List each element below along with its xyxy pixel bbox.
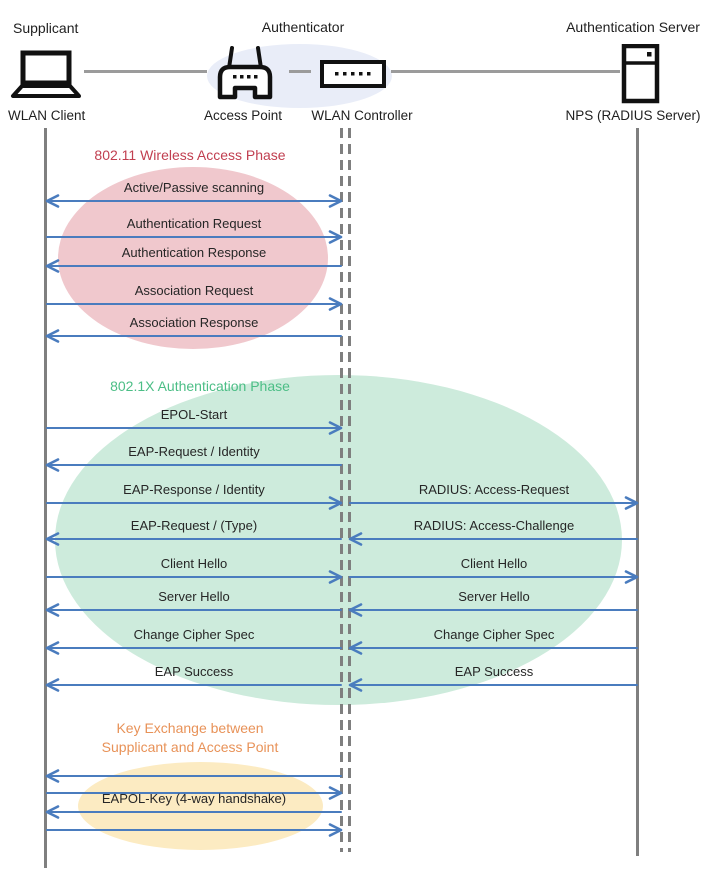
message-arrow xyxy=(348,641,638,655)
laptop-icon xyxy=(11,50,81,98)
authentication-phase-title: 802.1X Authentication Phase xyxy=(110,378,290,394)
connector-controller-server xyxy=(391,70,620,73)
lifeline-access-point xyxy=(340,128,343,852)
message-label: EAP-Request / (Type) xyxy=(130,518,258,533)
node-label-wlan-client: WLAN Client xyxy=(8,108,86,123)
role-label-supplicant: Supplicant xyxy=(13,20,79,36)
message-arrow xyxy=(349,496,639,510)
message-arrow xyxy=(45,458,342,472)
message-label: EAP-Response / Identity xyxy=(123,482,265,497)
message-label: Client Hello xyxy=(160,556,228,571)
message-arrow xyxy=(348,532,638,546)
message-label: EAP Success xyxy=(154,664,234,679)
message-label: Authentication Request xyxy=(126,216,262,231)
lifeline-authentication-server xyxy=(636,128,639,856)
message-arrow xyxy=(45,532,342,546)
message-arrow xyxy=(46,786,343,800)
message-arrow xyxy=(46,570,343,584)
message-arrow xyxy=(348,678,638,692)
role-label-authentication-server: Authentication Server xyxy=(566,19,700,35)
message-arrow xyxy=(45,603,342,617)
message-arrow xyxy=(45,329,342,343)
message-arrow xyxy=(45,194,343,208)
message-label: Server Hello xyxy=(458,589,530,604)
message-arrow xyxy=(46,823,343,837)
message-arrow xyxy=(45,678,342,692)
wlan-controller-icon xyxy=(320,60,386,88)
message-label: EAPOL-Key (4-way handshake) xyxy=(101,791,287,806)
message-label: RADIUS: Access-Challenge xyxy=(413,518,575,533)
message-arrow xyxy=(45,769,342,783)
message-label: EAP-Request / Identity xyxy=(128,444,260,459)
message-label: Active/Passive scanning xyxy=(123,180,265,195)
message-label: Association Response xyxy=(129,315,259,330)
message-arrow xyxy=(45,259,342,273)
message-arrow xyxy=(45,805,342,819)
node-label-wlan-controller: WLAN Controller xyxy=(311,108,413,123)
node-label-access-point: Access Point xyxy=(203,108,283,123)
message-label: EAP Success xyxy=(454,664,534,679)
connector-client-ap xyxy=(84,70,207,73)
lifeline-supplicant xyxy=(44,128,47,868)
message-arrow xyxy=(45,641,342,655)
message-label: RADIUS: Access-Request xyxy=(418,482,570,497)
message-arrow xyxy=(46,230,343,244)
server-icon xyxy=(621,44,660,104)
node-label-nps-radius-server: NPS (RADIUS Server) xyxy=(565,108,701,123)
message-label: EPOL-Start xyxy=(160,407,228,422)
message-arrow xyxy=(348,603,638,617)
role-label-authenticator: Authenticator xyxy=(261,19,345,35)
lifeline-wlan-controller xyxy=(348,128,351,852)
message-arrow xyxy=(46,421,343,435)
message-label: Authentication Response xyxy=(121,245,267,260)
message-label: Client Hello xyxy=(460,556,528,571)
access-point-icon xyxy=(217,46,273,100)
connector-ap-controller xyxy=(289,70,311,73)
message-arrow xyxy=(46,496,343,510)
wireless-access-phase-ellipse xyxy=(58,167,328,349)
message-label: Change Cipher Spec xyxy=(133,627,255,642)
message-arrow xyxy=(46,297,343,311)
message-arrow xyxy=(349,570,639,584)
wireless-access-phase-title: 802.11 Wireless Access Phase xyxy=(94,147,286,163)
message-label: Server Hello xyxy=(158,589,230,604)
message-label: Change Cipher Spec xyxy=(433,627,555,642)
message-label: Association Request xyxy=(134,283,254,298)
